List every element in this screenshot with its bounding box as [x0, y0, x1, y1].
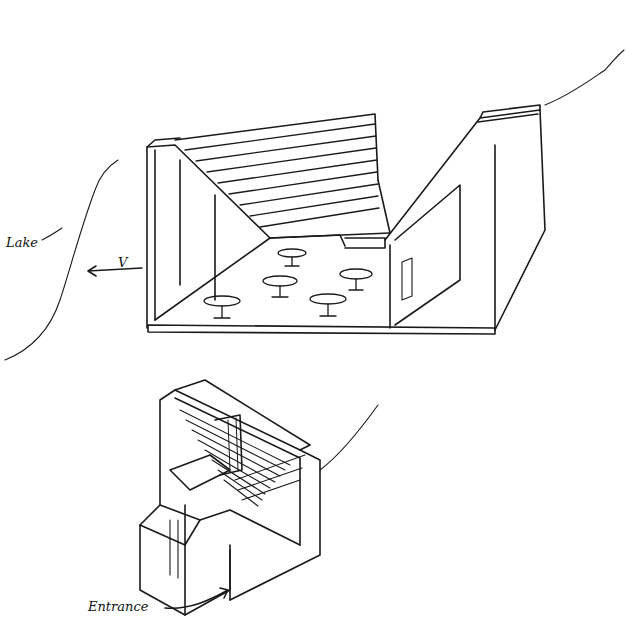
entrance-label: Entrance — [88, 600, 148, 613]
site-label: Lake — [6, 236, 38, 249]
view-label: V — [118, 256, 127, 269]
